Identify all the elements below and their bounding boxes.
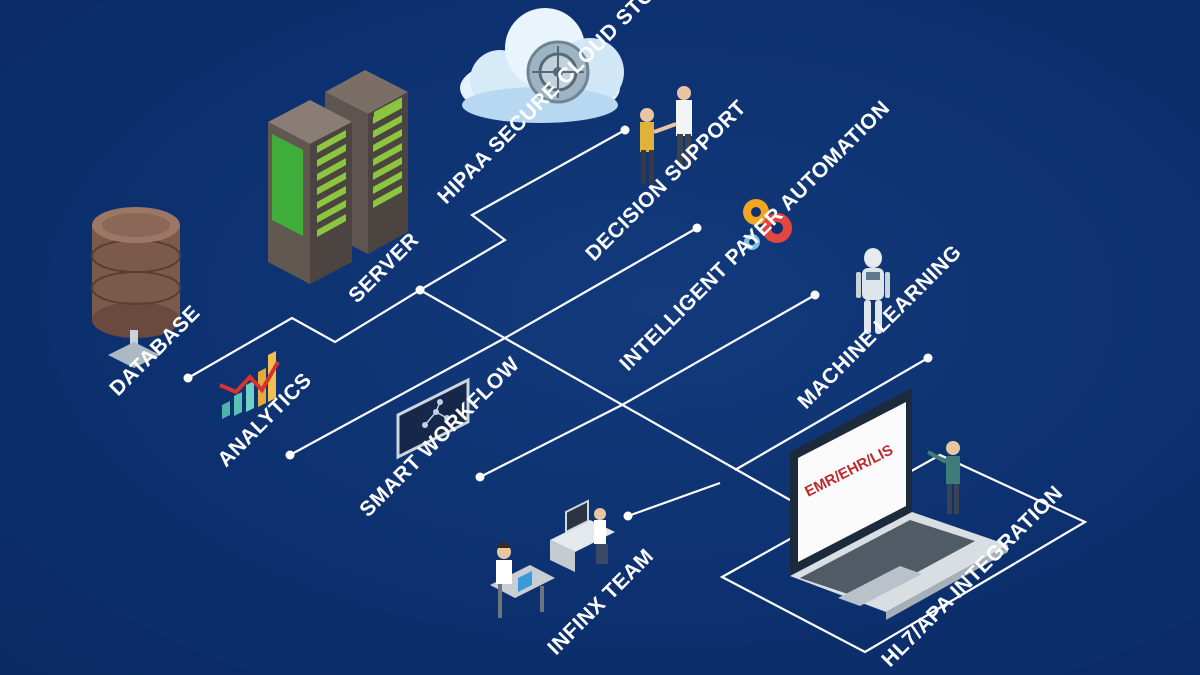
line-ml [734,357,929,471]
server-drive-bays [317,101,402,237]
line-main-diagonal [419,289,791,501]
node-workflow [475,472,485,482]
office-team-icon [490,499,615,618]
label-smart-workflow: SMART WORKFLOW [355,353,524,522]
node-server [415,285,425,295]
analytics-chart-icon [219,351,280,419]
node-analytics [285,450,295,460]
handshake-people-icon [640,86,692,184]
node-database [183,373,193,383]
label-machine-learning: MACHINE LEARNING [793,241,966,414]
line-team [627,481,721,518]
label-decision-support: DECISION SUPPORT [581,96,751,266]
workflow-monitor-icon [396,377,470,460]
database-icon [91,207,181,368]
line-hipaa [419,129,626,291]
connector-lines [183,125,1088,654]
robot-icon [856,248,890,334]
gears-icon [743,199,792,250]
line-analytics [289,337,506,456]
server-icon [268,70,408,284]
laptop-icon: EMR/EHR/LIS [790,388,1008,620]
line-payer [621,294,816,406]
node-payer [810,290,820,300]
node-team [623,511,633,521]
node-hipaa [620,125,630,135]
line-workflow [479,404,623,478]
node-ml [923,353,933,363]
node-decision [692,223,702,233]
cloud-storage-icon [460,8,624,123]
line-database [187,289,421,379]
line-decision [504,227,698,339]
presenter-person-icon [927,441,960,514]
label-payer-automation: INTELLIGENT PAYER AUTOMATION [615,96,894,375]
